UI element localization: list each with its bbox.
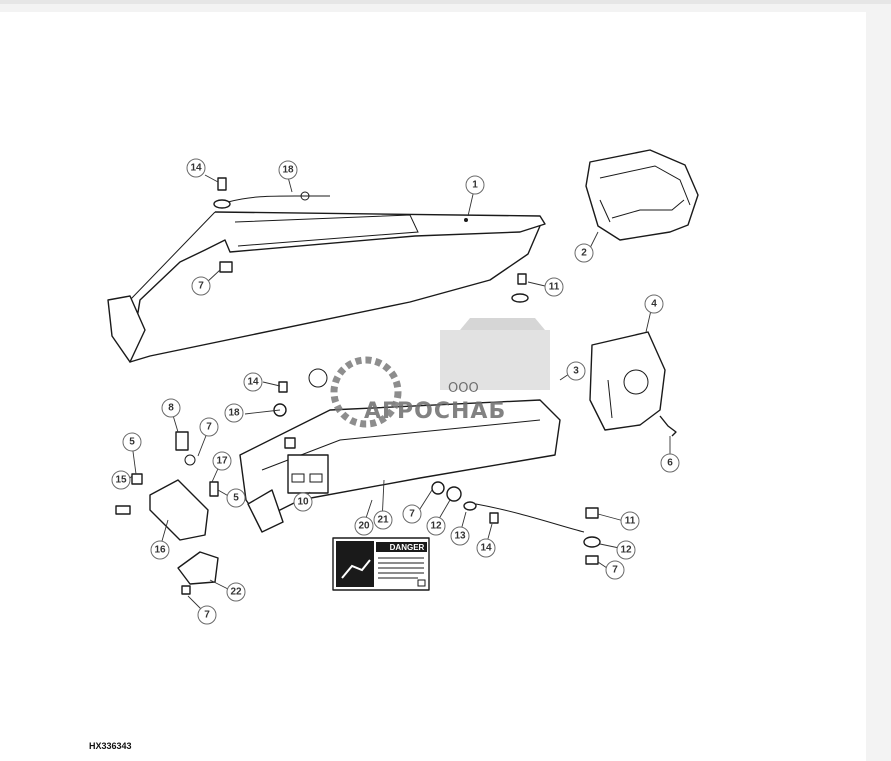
figure-code: HX336343 [89, 741, 132, 751]
mount-bracket [149, 431, 219, 585]
callout-number: 14 [247, 377, 259, 388]
callout-number: 14 [190, 163, 202, 174]
callout-number: 8 [168, 403, 174, 414]
callout-number: 3 [573, 366, 579, 377]
danger-decal: DANGER [332, 537, 430, 591]
callout-13: 17 [212, 451, 232, 471]
callout-number: 18 [282, 165, 294, 176]
diagram-sheet [0, 12, 866, 761]
callout-number: 4 [651, 299, 657, 310]
callout-number: 11 [625, 516, 636, 527]
hood [585, 149, 699, 241]
watermark-company-name: АГРОСНАБ [364, 399, 506, 424]
callout-14: 5 [122, 432, 142, 452]
callout-2: 18 [278, 160, 298, 180]
callout-17: 16 [150, 540, 170, 560]
callout-number: 17 [216, 456, 228, 467]
callout-number: 20 [358, 521, 370, 532]
callout-30: 7 [197, 605, 217, 625]
callout-12: 7 [199, 417, 219, 437]
callout-number: 16 [154, 545, 166, 556]
callout-number: 14 [480, 543, 492, 554]
callout-21: 7 [402, 504, 422, 524]
upper-shield [107, 211, 546, 363]
callout-20: 21 [373, 510, 393, 530]
callout-16: 5 [226, 488, 246, 508]
top-border [0, 0, 891, 4]
callout-number: 15 [115, 475, 127, 486]
callout-number: 6 [667, 458, 673, 469]
callout-4: 2 [574, 243, 594, 263]
side-bracket [589, 331, 666, 431]
callout-22: 12 [426, 516, 446, 536]
callout-6: 11 [544, 277, 564, 297]
fasteners [115, 177, 677, 595]
callout-10: 18 [224, 403, 244, 423]
lower-chute [239, 368, 561, 533]
callout-number: 11 [549, 282, 560, 293]
callout-number: 5 [233, 493, 239, 504]
watermark-company-prefix: ООО [448, 381, 479, 396]
callout-23: 13 [450, 526, 470, 546]
callout-number: 13 [454, 531, 466, 542]
callout-number: 1 [472, 180, 478, 191]
callout-15: 15 [111, 470, 131, 490]
callout-number: 7 [198, 281, 204, 292]
callout-11: 8 [161, 398, 181, 418]
danger-heading: DANGER [390, 543, 425, 552]
callout-number: 7 [409, 509, 415, 520]
callout-9: 14 [243, 372, 263, 392]
watermark-logo: ООО АГРОСНАБ [330, 318, 550, 428]
callout-number: 5 [129, 437, 135, 448]
callout-number: 12 [430, 521, 442, 532]
callout-27: 7 [605, 560, 625, 580]
callout-number: 7 [206, 422, 212, 433]
callout-number: 10 [297, 497, 309, 508]
callout-29: 22 [226, 582, 246, 602]
callout-number: 7 [612, 565, 618, 576]
callout-18: 10 [293, 492, 313, 512]
callout-number: 22 [230, 587, 242, 598]
callout-number: 2 [581, 248, 587, 259]
callout-number: 18 [228, 408, 240, 419]
callout-7: 4 [644, 294, 664, 314]
callout-28: 6 [660, 453, 680, 473]
callout-19: 20 [354, 516, 374, 536]
callout-number: 12 [620, 545, 632, 556]
callout-3: 1 [465, 175, 485, 195]
callout-1: 14 [186, 158, 206, 178]
callout-26: 12 [616, 540, 636, 560]
callout-5: 7 [191, 276, 211, 296]
callout-number: 7 [204, 610, 210, 621]
callout-number: 21 [377, 515, 389, 526]
callout-25: 11 [620, 511, 640, 531]
callout-8: 3 [566, 361, 586, 381]
callout-24: 14 [476, 538, 496, 558]
